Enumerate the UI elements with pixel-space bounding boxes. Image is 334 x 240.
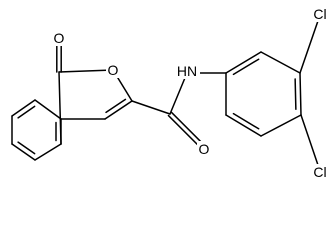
bond-p4-cl (300, 114, 321, 172)
bond-c5-c6-double (17, 105, 36, 119)
bond-c4a-c5 (34, 99, 62, 120)
structure-canvas: O O HN O Cl Cl (11, 6, 330, 180)
bond-p3-p4 (299, 72, 302, 116)
bond-c3-c4-double (105, 98, 127, 114)
bond-c8-c8a (34, 143, 62, 161)
bond-c3-c4 (104, 100, 133, 120)
bond-c1-o2 (58, 69, 114, 73)
bond-p5-p6-double (232, 112, 260, 130)
bond-p3-p4-double (294, 78, 297, 110)
bond-c7-c8 (11, 143, 36, 161)
bond-camide-oxygen-a (167, 114, 204, 151)
atom-chlorine-bottom: Cl (310, 164, 330, 180)
bond-p1-p2 (225, 51, 262, 74)
atom-ring-oxygen: O (106, 62, 120, 78)
atom-label-ring-oxygen: O (108, 62, 119, 78)
bond-camide-n (169, 72, 188, 115)
atom-amide-oxygen: O (197, 141, 211, 157)
atom-label-carbonyl-oxygen: O (54, 30, 65, 46)
molecule-drawing: O O HN O Cl Cl (11, 6, 330, 180)
atom-amide-nitrogen: HN (174, 63, 200, 79)
bond-p3-cl (299, 14, 321, 74)
bond-p2-p3 (260, 51, 301, 74)
bond-c3-camide (131, 100, 171, 115)
atom-label-chlorine-top: Cl (313, 6, 326, 22)
bond-p1-p2-double (232, 58, 260, 76)
bond-p4-p5 (260, 114, 302, 137)
bond-camide-oxygen-b (170, 111, 207, 148)
atom-label-chlorine-bottom: Cl (313, 164, 326, 180)
atom-label-amide-nitrogen: HN (177, 63, 197, 79)
bond-layer (11, 14, 321, 172)
atom-label-amide-oxygen: O (199, 141, 210, 157)
atom-chlorine-top: Cl (310, 6, 330, 22)
bond-c7-c8-double (17, 141, 36, 155)
bond-p5-p6 (225, 114, 262, 137)
atom-carbonyl-oxygen: O (52, 30, 66, 46)
bond-c5-c6 (11, 99, 36, 117)
